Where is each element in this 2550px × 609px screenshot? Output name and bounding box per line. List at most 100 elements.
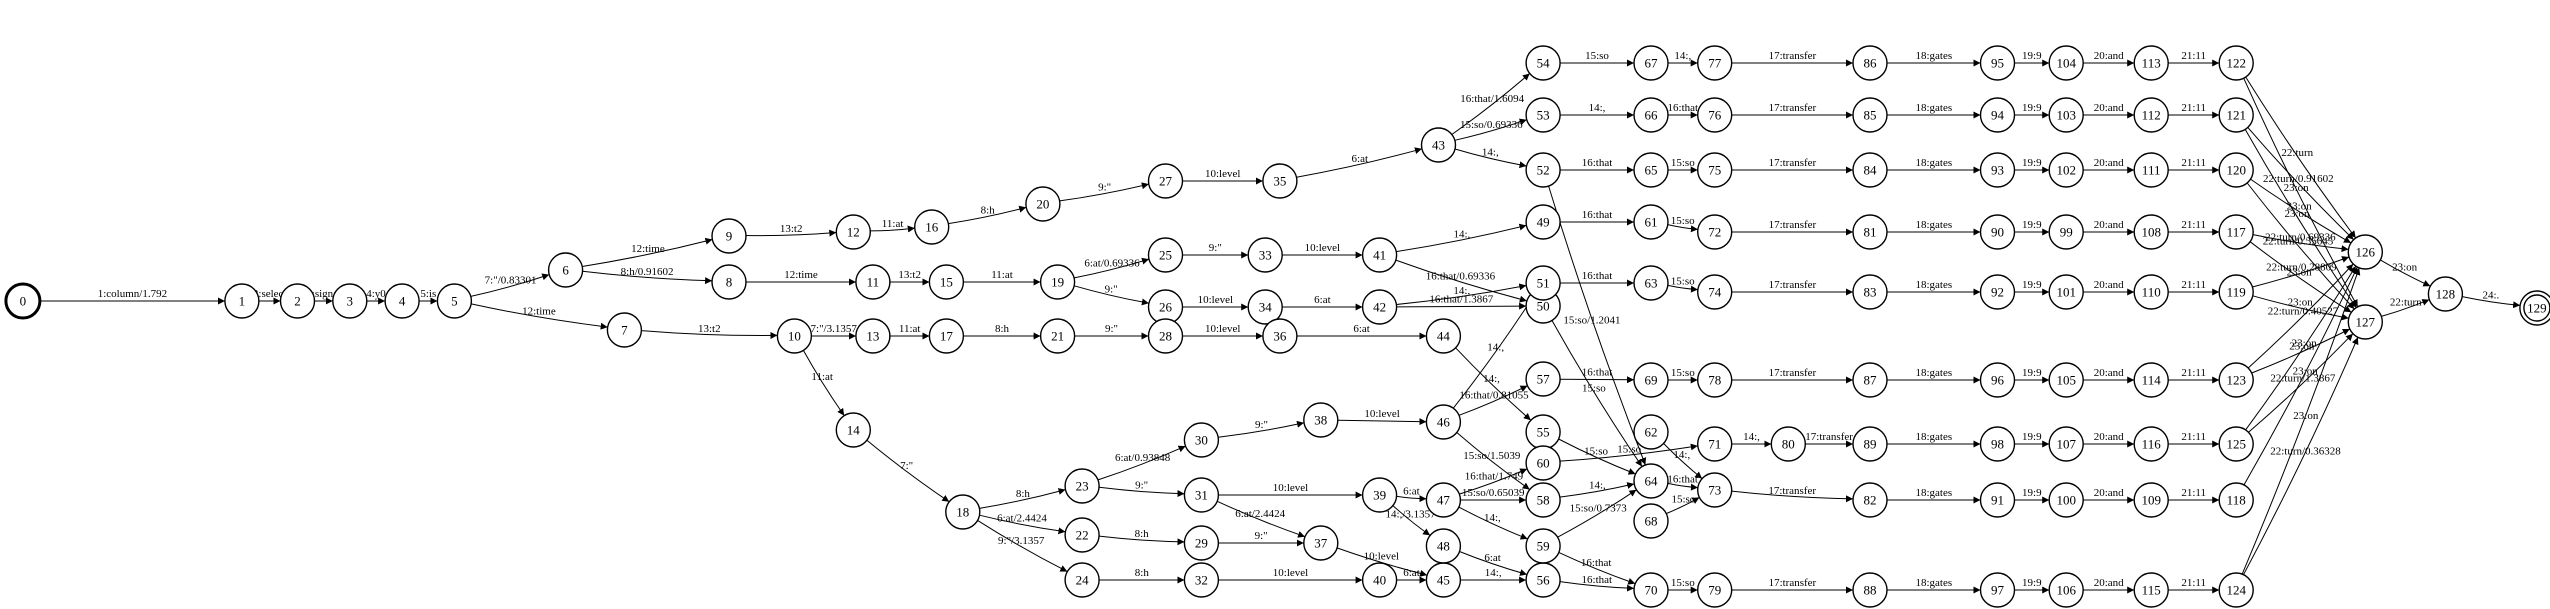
state-97: 97 <box>1979 572 2016 608</box>
state-87-label: 87 <box>1864 373 1878 388</box>
state-83-label: 83 <box>1864 285 1877 300</box>
state-33: 33 <box>1247 237 1283 273</box>
edge-label-116-125: 21:11 <box>2181 431 2206 443</box>
edge-label-1-2: 2:select <box>253 288 287 300</box>
state-106-label: 106 <box>2056 583 2076 598</box>
state-111-circle <box>2133 152 2169 188</box>
state-53-circle <box>1525 97 1561 133</box>
state-103-circle <box>2048 97 2084 133</box>
state-9: 9 <box>711 218 747 254</box>
state-31-circle <box>1183 477 1220 513</box>
state-85-label: 85 <box>1864 108 1877 123</box>
edge-label-45-56: 14:, <box>1485 567 1502 579</box>
state-16: 16 <box>914 209 950 245</box>
edge-5-6 <box>470 273 550 297</box>
state-9-label: 9 <box>726 229 733 244</box>
edge-label-39-48: 14:,/3.1357 <box>1386 509 1437 521</box>
state-86-label: 86 <box>1864 56 1878 71</box>
state-43-circle <box>1420 127 1457 163</box>
state-82-circle <box>1852 482 1888 518</box>
state-14: 14 <box>835 412 871 448</box>
state-76-label: 76 <box>1708 108 1722 123</box>
state-10-label: 10 <box>788 329 801 344</box>
edge-label-57-69: 16:that <box>1582 367 1613 379</box>
state-117-circle <box>2218 214 2254 250</box>
state-116: 116 <box>2133 426 2169 462</box>
state-60: 60 <box>1525 445 1561 481</box>
state-98-circle <box>1979 426 2016 462</box>
state-16-circle <box>914 209 950 245</box>
state-104: 104 <box>2048 45 2084 81</box>
edge-46-57 <box>1458 385 1528 416</box>
state-19-circle <box>1039 264 1076 300</box>
edge-label-104-113: 20:and <box>2094 50 2124 62</box>
state-125-circle <box>2218 426 2254 462</box>
state-60-label: 60 <box>1537 456 1550 471</box>
state-10: 10 <box>776 318 813 354</box>
state-66-circle <box>1633 97 1669 133</box>
state-99-circle <box>2048 214 2084 250</box>
edge-117-126 <box>2252 234 2349 253</box>
state-74: 74 <box>1696 274 1733 310</box>
state-23: 23 <box>1064 468 1100 504</box>
state-127-label: 127 <box>2356 315 2376 330</box>
state-64-label: 64 <box>1645 474 1659 489</box>
edge-label-47-58: 15:so/0.65039 <box>1462 487 1525 499</box>
state-12: 12 <box>835 214 871 250</box>
edge-label-8-11: 12:time <box>784 269 818 281</box>
state-45-label: 45 <box>1437 573 1450 588</box>
edge-label-41-50: 16:that/0.69336 <box>1426 270 1496 282</box>
edge-label-42-51: 14:, <box>1453 285 1470 297</box>
state-14-circle <box>835 412 871 448</box>
state-59-circle <box>1525 528 1561 564</box>
state-28-circle <box>1147 318 1184 354</box>
edge-label-93-102: 19:9 <box>2022 157 2042 169</box>
edge-39-47 <box>1396 495 1427 503</box>
edge-label-40-45: 6:at <box>1403 567 1420 579</box>
state-120: 120 <box>2218 152 2254 188</box>
edge-7-10 <box>641 330 778 339</box>
state-87-circle <box>1852 362 1888 398</box>
state-32-label: 32 <box>1195 573 1208 588</box>
state-94-circle <box>1979 97 2016 133</box>
edge-label-46-57: 16:that/0.81055 <box>1459 389 1529 401</box>
state-78: 78 <box>1696 362 1733 398</box>
edge-46-51 <box>1452 296 1534 409</box>
state-67-label: 67 <box>1645 56 1659 71</box>
state-64: 64 <box>1633 463 1669 499</box>
edge-label-66-76: 16:that <box>1668 102 1699 114</box>
state-3-label: 3 <box>347 294 354 309</box>
state-109: 109 <box>2133 482 2169 518</box>
state-95: 95 <box>1979 45 2016 81</box>
state-29-circle <box>1183 525 1220 561</box>
edge-label-74-83: 17:transfer <box>1769 279 1817 291</box>
state-27-circle <box>1147 163 1184 199</box>
state-6-label: 6 <box>562 263 569 278</box>
state-86: 86 <box>1852 45 1888 81</box>
edge-label-79-88: 17:transfer <box>1769 577 1817 589</box>
edge-62-73 <box>1663 443 1703 479</box>
state-79-label: 79 <box>1708 583 1721 598</box>
edge-label-44-55: 14:, <box>1483 373 1500 385</box>
state-122: 122 <box>2218 45 2254 81</box>
edge-label-71-80: 14:, <box>1743 431 1760 443</box>
edge-58-64 <box>1559 482 1635 498</box>
state-6-circle <box>547 252 584 288</box>
state-93: 93 <box>1979 152 2016 188</box>
state-119: 119 <box>2218 274 2254 310</box>
state-128-circle <box>2427 276 2464 312</box>
state-7-label: 7 <box>621 323 628 338</box>
state-126-circle <box>2347 234 2384 270</box>
state-36-circle <box>1262 318 1298 354</box>
edge-label-73-82: 17:transfer <box>1768 485 1816 497</box>
edge-label-77-86: 17:transfer <box>1769 50 1817 62</box>
edge-label-20-27: 9:" <box>1098 182 1111 194</box>
edge-label-54-67: 15:so <box>1585 50 1609 62</box>
edge-46-58 <box>1456 432 1530 490</box>
state-0: 0 <box>4 282 42 320</box>
edge-42-51 <box>1396 283 1527 305</box>
state-42-label: 42 <box>1373 300 1386 315</box>
state-57-label: 57 <box>1537 372 1551 387</box>
edge-label-52-64: 15:so/1.2041 <box>1563 314 1620 326</box>
edge-label-109-118: 21:11 <box>2181 487 2206 499</box>
